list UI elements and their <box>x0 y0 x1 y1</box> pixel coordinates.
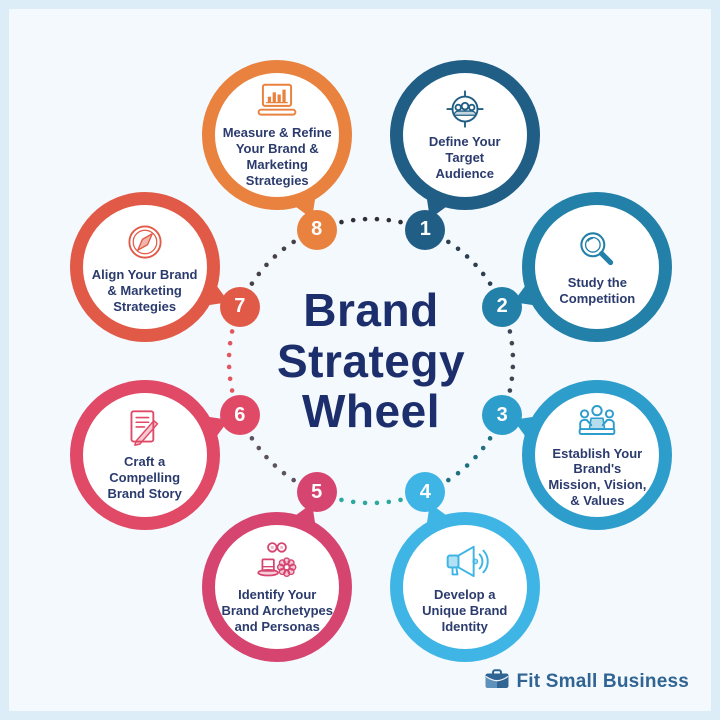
brand-footer: Fit Small Business <box>484 668 689 695</box>
step-number-badge-1: 1 <box>405 209 446 250</box>
step-circle-7: Align Your Brand & Marketing Strategies <box>69 192 220 343</box>
briefcase-logo-icon <box>484 668 510 695</box>
step-ring-1: Define Your Target Audience <box>389 59 540 210</box>
step-label-1: Define Your Target Audience <box>428 134 501 182</box>
step-label-7: Align Your Brand & Marketing Strategies <box>91 266 198 314</box>
step-circle-3: Establish Your Brand's Mission, Vision, … <box>522 379 673 530</box>
step-number-badge-3: 3 <box>482 395 523 436</box>
step-label-4: Develop a Unique Brand Identity <box>422 587 508 634</box>
title-line-1: Brand <box>303 284 439 336</box>
step-label-3: Establish Your Brand's Mission, Vision, … <box>548 445 647 509</box>
title-line-3: Wheel <box>302 385 440 438</box>
team-meeting-icon <box>571 401 623 443</box>
target-audience-icon <box>440 87 490 131</box>
step-number-badge-8: 8 <box>296 209 337 250</box>
step-circle-2: Study the Competition <box>522 192 673 343</box>
step-label-5: Identify Your Brand Archetypes and Perso… <box>221 587 333 634</box>
step-number-badge-2: 2 <box>482 286 523 327</box>
title-line-2: Strategy <box>276 334 466 387</box>
document-pen-icon <box>120 407 170 451</box>
step-ring-4: Develop a Unique Brand Identity <box>389 512 540 663</box>
step-ring-6: Craft a Compelling Brand Story <box>69 379 220 530</box>
step-circle-6: Craft a Compelling Brand Story <box>69 379 220 530</box>
step-ring-7: Align Your Brand & Marketing Strategies <box>69 192 220 343</box>
step-number-badge-7: 7 <box>219 286 260 327</box>
step-circle-1: Define Your Target Audience <box>389 59 540 210</box>
step-label-2: Study the Competition <box>559 274 636 306</box>
step-number-badge-4: 4 <box>405 472 446 513</box>
compass-icon <box>120 220 170 264</box>
step-circle-5: Identify Your Brand Archetypes and Perso… <box>202 512 353 663</box>
step-circle-4: Develop a Unique Brand Identity <box>389 512 540 663</box>
step-ring-3: Establish Your Brand's Mission, Vision, … <box>522 379 673 530</box>
step-circle-8: Measure & Refine Your Brand & Marketing … <box>202 59 353 210</box>
step-label-8: Measure & Refine Your Brand & Marketing … <box>222 125 332 188</box>
brand-name: Fit Small Business <box>516 670 689 692</box>
laptop-chart-icon <box>251 80 303 122</box>
step-ring-8: Measure & Refine Your Brand & Marketing … <box>202 59 353 210</box>
megaphone-icon <box>439 540 491 584</box>
step-ring-2: Study the Competition <box>522 192 673 343</box>
step-number-badge-6: 6 <box>219 395 260 436</box>
step-number-badge-5: 5 <box>296 472 337 513</box>
step-ring-5: Identify Your Brand Archetypes and Perso… <box>202 512 353 663</box>
step-label-6: Craft a Compelling Brand Story <box>107 454 182 502</box>
persona-mask-icon <box>252 540 302 584</box>
magnifier-icon <box>572 228 622 272</box>
page-title: Brand Strategy Wheel <box>211 285 531 437</box>
